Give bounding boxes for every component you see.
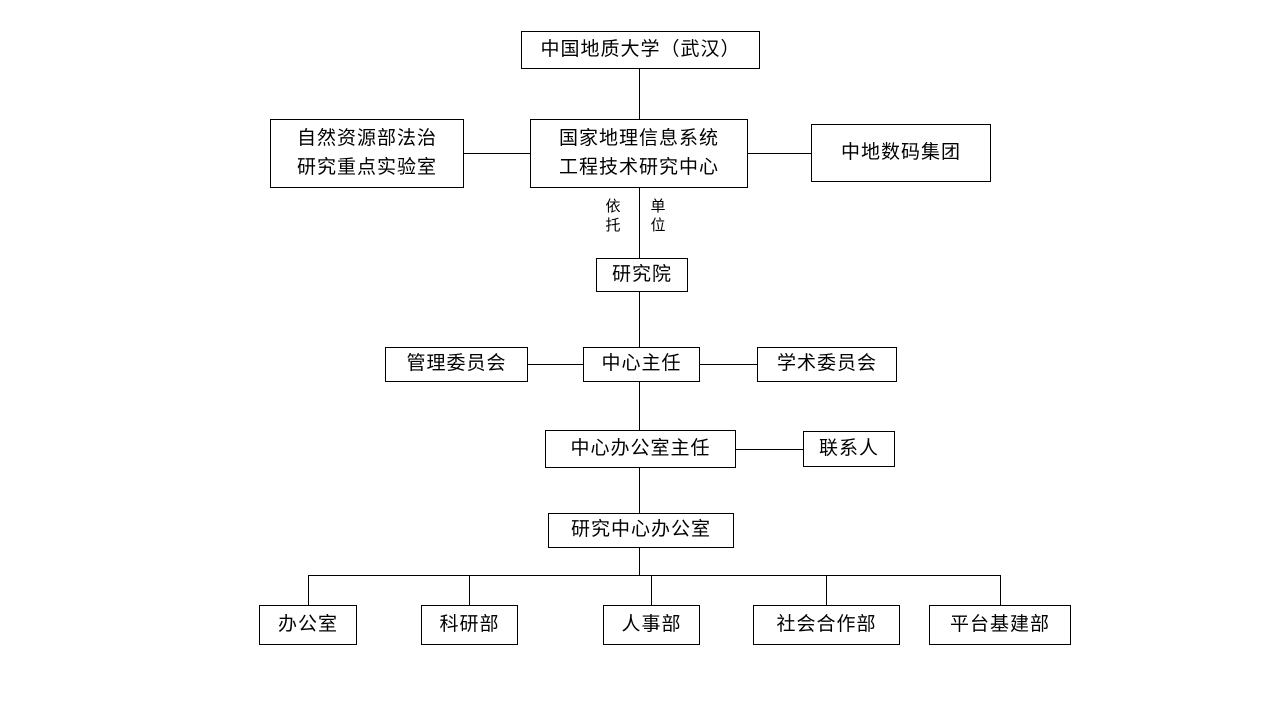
node-key-lab[interactable]: 自然资源部法治 研究重点实验室 xyxy=(270,119,464,188)
node-department-platform-construction[interactable]: 平台基建部 xyxy=(929,605,1071,645)
node-engineering-center-label-line2: 工程技术研究中心 xyxy=(558,156,719,178)
node-contact-person[interactable]: 联系人 xyxy=(803,431,895,467)
node-department-research-label: 科研部 xyxy=(439,613,500,635)
node-contact-person-label: 联系人 xyxy=(818,437,879,459)
edge-office-director-to-center-office xyxy=(639,468,640,513)
node-department-hr[interactable]: 人事部 xyxy=(603,605,700,645)
node-key-lab-label-line1: 自然资源部法治 xyxy=(296,128,437,149)
node-zondy-group[interactable]: 中地数码集团 xyxy=(811,124,991,182)
edge-label-support-right-char2: 位 xyxy=(650,217,666,234)
node-university[interactable]: 中国地质大学（武汉） xyxy=(521,31,760,69)
edge-label-support-right: 单 位 xyxy=(649,198,667,236)
edge-drop-department-2 xyxy=(469,575,470,605)
node-key-lab-label-line2: 研究重点实验室 xyxy=(296,156,437,178)
node-institute-label: 研究院 xyxy=(611,263,672,285)
node-center-office[interactable]: 研究中心办公室 xyxy=(548,513,734,548)
node-academic-committee-label: 学术委员会 xyxy=(776,353,877,375)
edge-label-support-left: 依 托 xyxy=(604,198,622,236)
node-department-platform-construction-label: 平台基建部 xyxy=(949,613,1050,635)
edge-institute-to-director xyxy=(639,292,640,351)
node-engineering-center-label-line1: 国家地理信息系统 xyxy=(558,128,719,149)
node-academic-committee[interactable]: 学术委员会 xyxy=(757,347,897,382)
edge-drop-department-5 xyxy=(1000,575,1001,605)
edge-center-to-institute xyxy=(639,186,640,258)
node-university-label: 中国地质大学（武汉） xyxy=(540,38,741,60)
edge-director-to-academic xyxy=(700,364,757,365)
edge-mgmt-to-director xyxy=(528,364,583,365)
node-engineering-center[interactable]: 国家地理信息系统 工程技术研究中心 xyxy=(530,119,748,188)
edge-label-support-left-char2: 托 xyxy=(605,217,621,234)
node-management-committee[interactable]: 管理委员会 xyxy=(385,347,528,382)
node-department-office[interactable]: 办公室 xyxy=(259,605,357,645)
edge-university-to-center xyxy=(639,69,640,119)
node-department-office-label: 办公室 xyxy=(277,613,338,635)
node-department-social-cooperation[interactable]: 社会合作部 xyxy=(753,605,900,645)
edge-label-support-left-char1: 依 xyxy=(605,199,621,215)
node-center-office-director-label: 中心办公室主任 xyxy=(570,437,711,459)
edge-drop-department-1 xyxy=(308,575,309,605)
edge-center-office-to-bus xyxy=(639,548,640,576)
node-department-social-cooperation-label: 社会合作部 xyxy=(776,613,877,635)
node-center-office-director[interactable]: 中心办公室主任 xyxy=(545,430,736,468)
node-institute[interactable]: 研究院 xyxy=(596,258,688,292)
edge-office-director-to-contact xyxy=(736,449,803,450)
edge-department-bus xyxy=(308,575,1001,576)
node-department-research[interactable]: 科研部 xyxy=(421,605,518,645)
node-management-committee-label: 管理委员会 xyxy=(406,353,507,375)
edge-drop-department-4 xyxy=(826,575,827,605)
edge-drop-department-3 xyxy=(651,575,652,605)
node-center-director[interactable]: 中心主任 xyxy=(583,347,700,382)
edge-director-to-office-director xyxy=(639,382,640,430)
edge-center-to-zondy xyxy=(748,153,811,154)
node-center-office-label: 研究中心办公室 xyxy=(570,519,711,541)
node-department-hr-label: 人事部 xyxy=(621,613,682,635)
edge-label-support-right-char1: 单 xyxy=(650,199,666,215)
node-zondy-group-label: 中地数码集团 xyxy=(840,141,961,163)
edge-keylab-to-center xyxy=(464,153,530,154)
node-center-director-label: 中心主任 xyxy=(601,353,682,375)
